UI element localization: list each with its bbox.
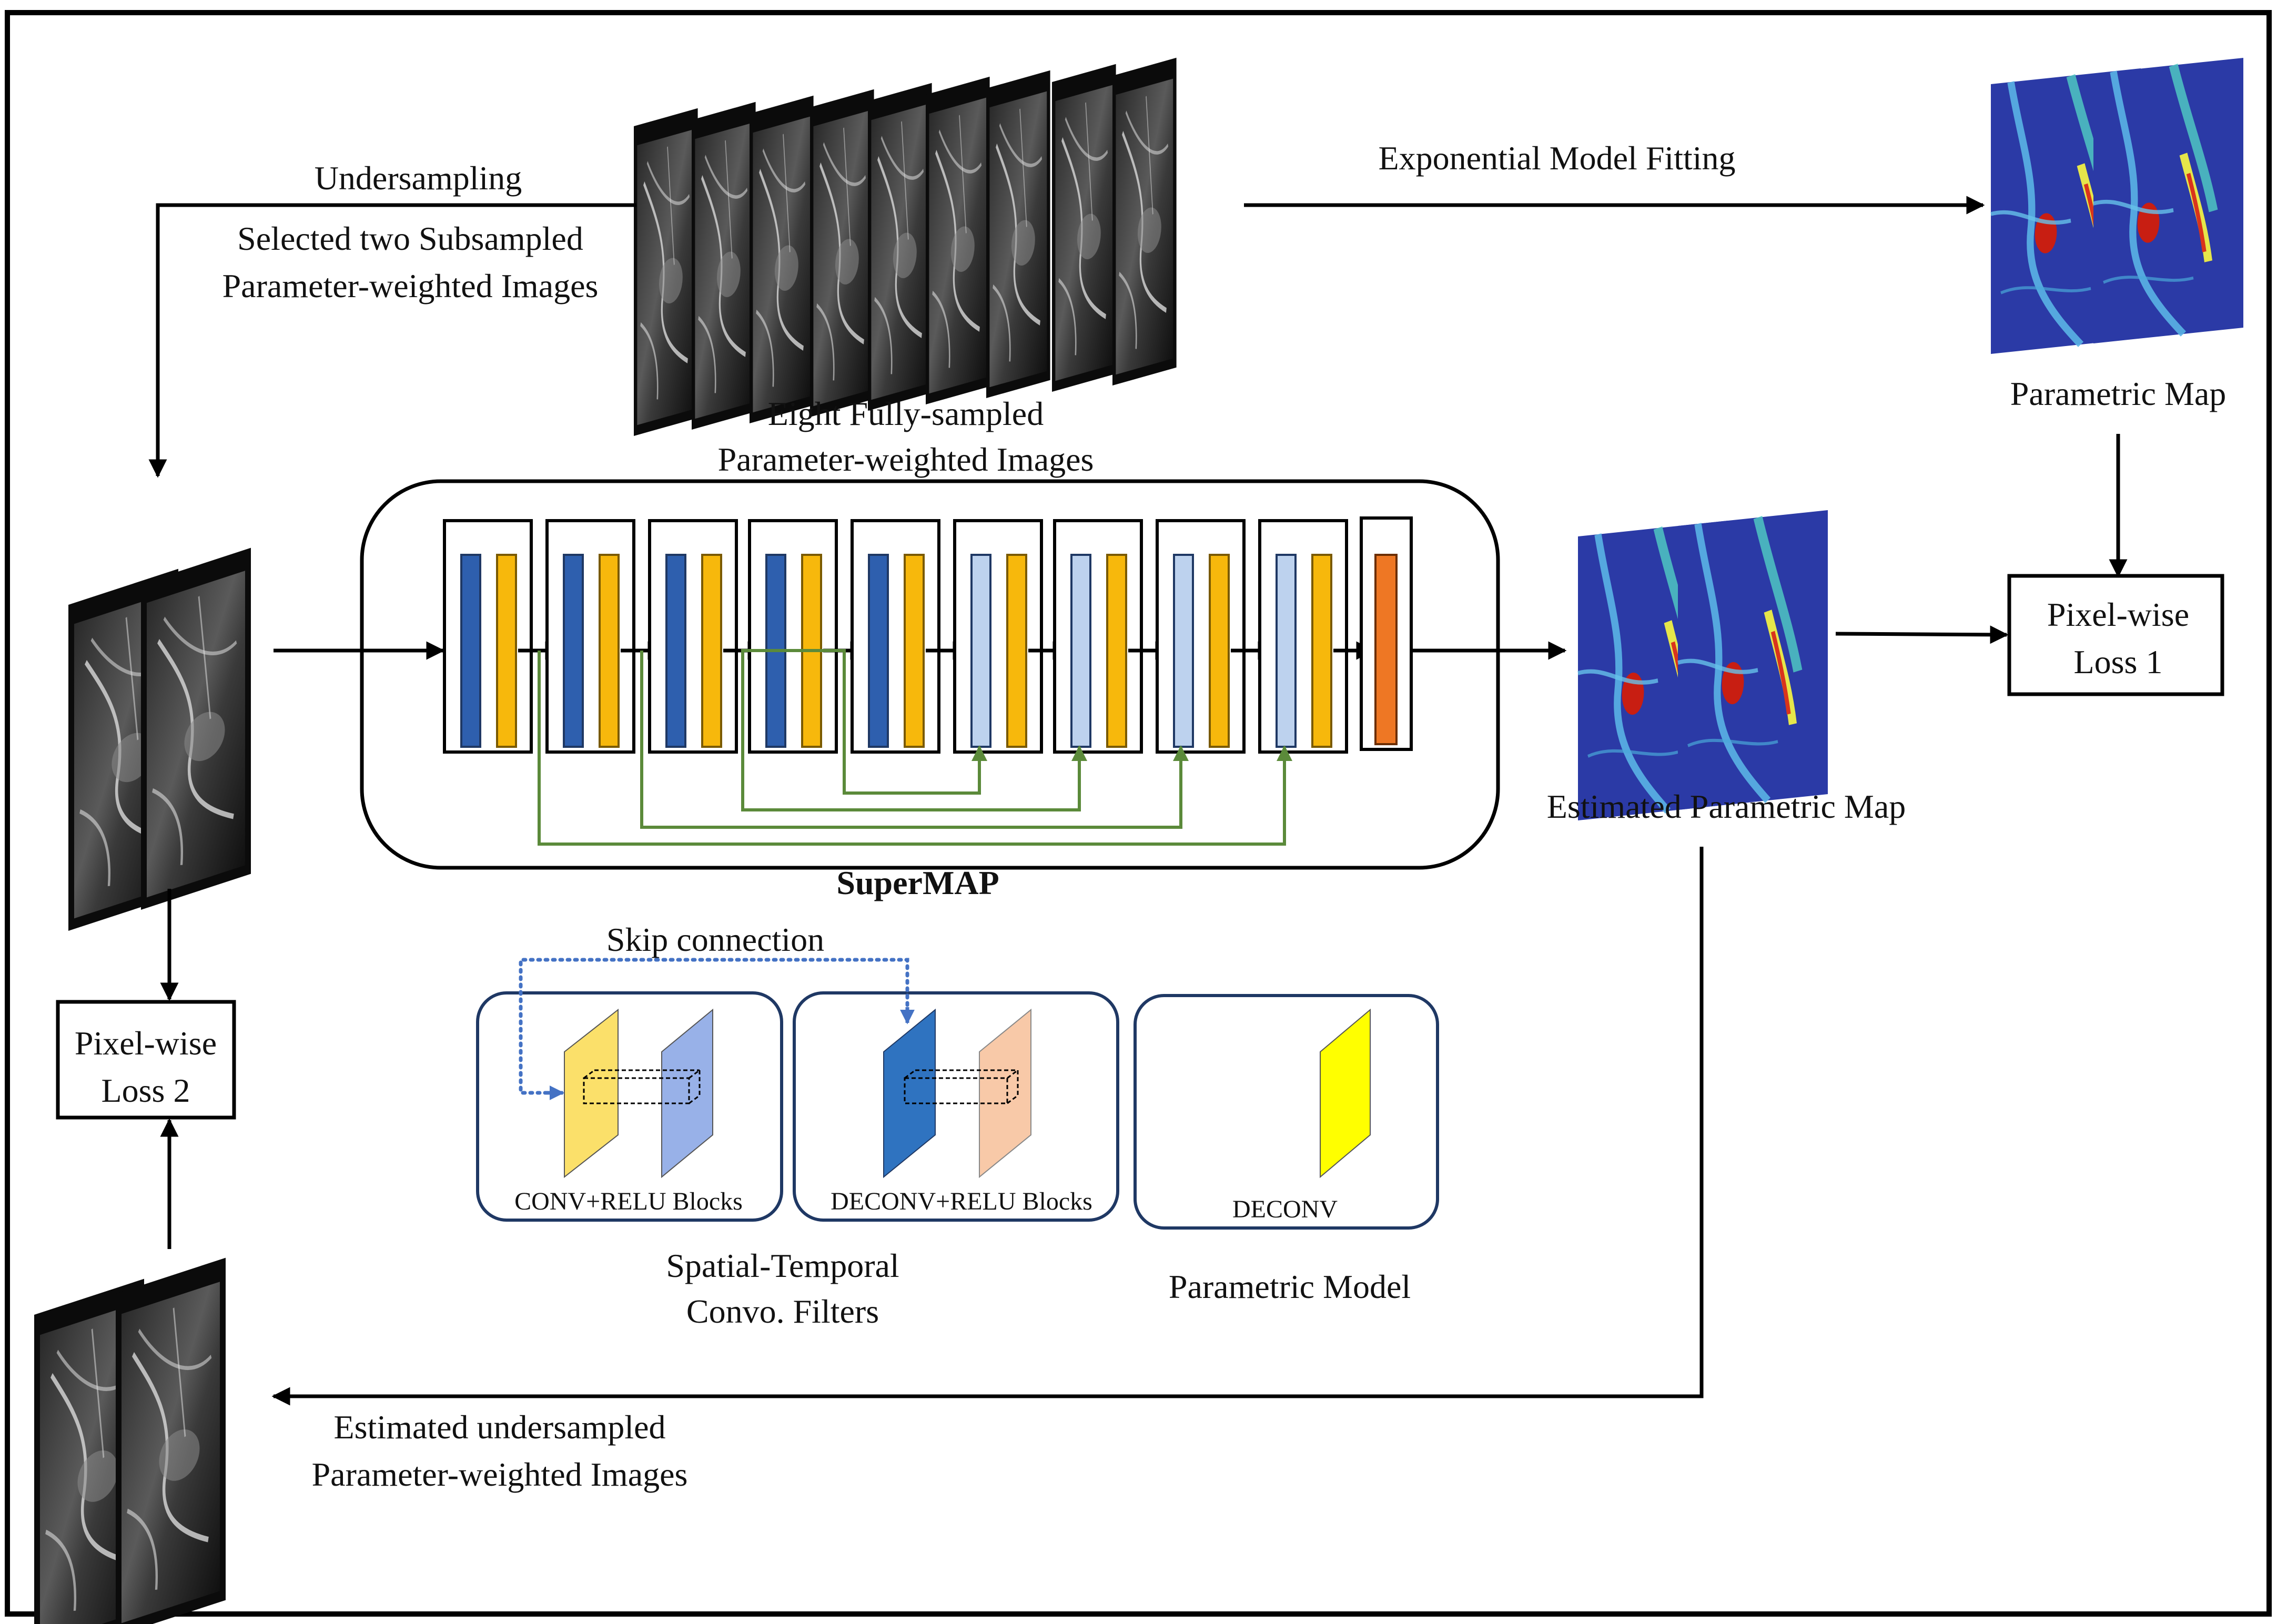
network-block-5 [851,519,940,754]
legend-conv-relu: CONV+RELU Blocks [476,991,783,1222]
loss2-box [56,1000,236,1120]
network-block-6 [953,519,1043,754]
mri-slice-1 [634,108,698,436]
conv-layer-3 [665,554,686,748]
network-output-block [1360,516,1413,751]
subsampled-input-stack [68,548,251,931]
relu-layer-2 [599,554,620,748]
estimated-parametric-map-image [1578,510,1828,820]
param-filter-yellow [1320,1008,1371,1179]
output-layer [1374,554,1398,745]
conv-filter-yellow [564,1008,619,1179]
st-filters-line1: Spatial-Temporal [666,1247,899,1284]
skip-connection-4 [538,651,1292,846]
eight-label-line2: Parameter-weighted Images [718,441,1094,478]
supermap-title: SuperMAP [836,864,999,901]
deconv-relu-label: DECONV+RELU Blocks [831,1187,1092,1215]
conv-layer-5 [868,554,889,748]
relu-layer-1 [496,554,517,748]
mri-slice-8 [1052,64,1116,392]
relu-layer-9 [1311,554,1332,748]
conv-filter-blue [661,1008,713,1179]
mri-slice-9 [1112,58,1177,385]
est-under-line1: Estimated undersampled [334,1408,666,1446]
eight-fully-sampled-stack [634,58,1177,436]
conv-kernel-cube [583,1069,701,1104]
deconv-label: DECONV [1232,1195,1338,1223]
network-block-8 [1156,519,1246,754]
parametric-map-label: Parametric Map [2010,375,2227,412]
st-filters-line2: Convo. Filters [686,1293,879,1330]
legend-deconv-relu: DECONV+RELU Blocks [793,991,1119,1222]
exp-fit-label: Exponential Model Fitting [1378,139,1735,177]
mri-slice-5 [868,83,932,411]
mri-slice-7 [986,70,1050,398]
loss1-line1: Pixel-wise [2047,596,2189,633]
conv-relu-label: CONV+RELU Blocks [514,1187,743,1215]
eight-label-line1: Eight Fully-sampled [768,395,1044,432]
network-blocks [443,516,1413,754]
relu-layer-6 [1006,554,1027,748]
conv-layer-1 [460,554,481,748]
parametric-model-label: Parametric Model [1169,1268,1411,1305]
relu-layer-8 [1209,554,1230,748]
deconv-kernel-cube [904,1069,1019,1104]
network-block-7 [1053,519,1143,754]
deconv-layer-6 [970,554,991,748]
skip-connections [538,649,1292,846]
selected-label-line2: Parameter-weighted Images [222,267,599,304]
skip-connection-1 [744,649,987,795]
estimated-map-label: Estimated Parametric Map [1547,788,1906,825]
mri-slice-6 [926,77,990,404]
est-map-to-undersampled-arrow [271,847,1704,1406]
skip-connection-dotted-arrow [519,958,909,1095]
deconv-layer-7 [1070,554,1091,748]
network-block-1 [443,519,533,754]
selected-label-line1: Selected two Subsampled [237,220,583,257]
est-under-line2: Parameter-weighted Images [312,1456,688,1493]
estimated-undersampled-stack [34,1258,226,1624]
skip-connection-3 [640,651,1189,829]
skip-connection-2 [741,649,1087,811]
relu-layer-5 [904,554,925,748]
est-map-to-loss1-arrow [1835,625,2009,644]
mri-slice-4 [810,89,874,417]
mri-slice-3 [750,96,814,423]
skip-connection-label: Skip connection [606,921,824,958]
loss1-line2: Loss 1 [2074,643,2163,681]
deconv-filter-blue [883,1008,936,1179]
legend-parametric-model: DECONV [1134,994,1439,1230]
network-block-2 [545,519,635,754]
network-block-9 [1258,519,1348,754]
mri-slice-2 [692,102,756,430]
deconv-filter-peach [979,1008,1031,1179]
undersampling-label: Undersampling [315,159,522,197]
network-block-4 [748,519,838,754]
figure-border [5,10,2272,1617]
relu-layer-3 [701,554,722,748]
conv-layer-2 [563,554,584,748]
loss1-box [2007,574,2224,696]
loss2-line1: Pixel-wise [75,1024,217,1062]
deconv-layer-8 [1173,554,1194,748]
loss2-line2: Loss 2 [102,1072,190,1109]
parametric-map-image [1991,58,2243,354]
deconv-layer-9 [1276,554,1297,748]
undersampling-arrow [148,203,636,478]
relu-layer-7 [1106,554,1127,748]
network-block-3 [648,519,738,754]
